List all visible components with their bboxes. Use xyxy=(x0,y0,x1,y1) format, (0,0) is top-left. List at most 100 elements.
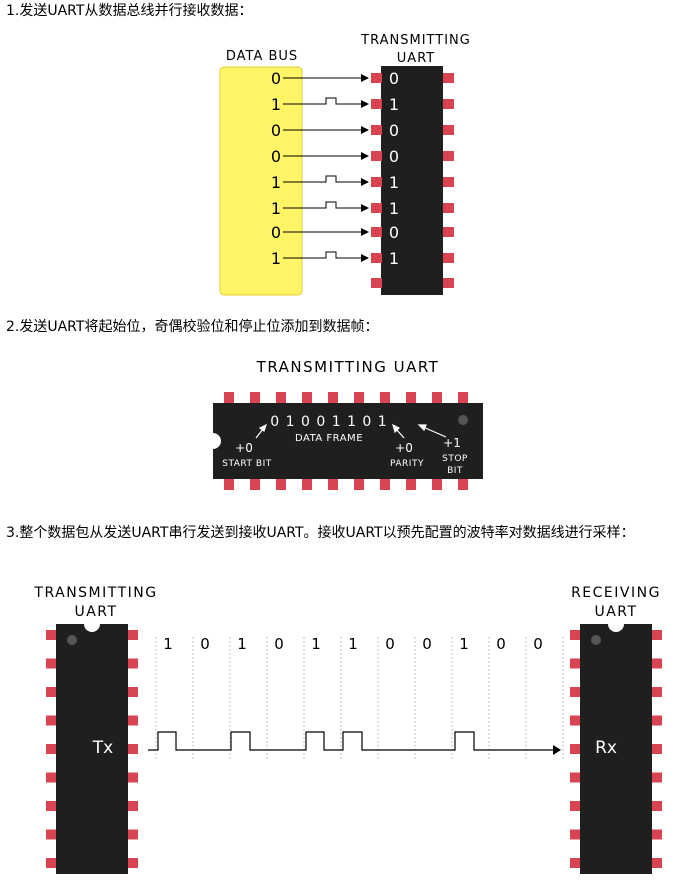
tx-chip-body xyxy=(56,624,128,874)
rx-chip-pin xyxy=(651,772,662,783)
chip2-bottom-pin xyxy=(276,478,286,490)
rx-chip-pin xyxy=(570,687,581,697)
serial-bit: 1 xyxy=(163,635,173,653)
chip1-bit: 1 xyxy=(389,199,399,218)
step1-caption: 1.发送UART从数据总线并行接收数据： xyxy=(6,3,253,19)
tx-pin-label: Tx xyxy=(92,738,113,758)
chip2-top-pin xyxy=(276,392,286,404)
bus-line xyxy=(283,251,361,259)
chip2-bottom-pin xyxy=(380,478,390,490)
rx-chip-pin xyxy=(651,630,662,640)
chip1-bit: 1 xyxy=(389,173,399,192)
frame-bits: 0 1 0 0 1 1 0 1 xyxy=(270,414,387,430)
chip1-bit: 0 xyxy=(389,121,399,140)
start-bit-value: +0 xyxy=(235,441,253,455)
tx-chip-pin xyxy=(127,772,138,783)
serial-bit: 1 xyxy=(348,635,358,653)
rx-chip-pin xyxy=(651,687,662,697)
tx-chip-pin xyxy=(46,772,57,783)
chip2-bottom-pin xyxy=(302,478,312,490)
step3-caption: 3.整个数据包从发送UART串行发送到接收UART。接收UART以预先配置的波特… xyxy=(6,525,635,541)
bus-line xyxy=(283,175,361,183)
bus-bit: 0 xyxy=(271,223,281,242)
rx-pin-label: Rx xyxy=(595,738,617,758)
chip1-right-pin xyxy=(443,99,454,109)
rx-chip-pin xyxy=(651,858,662,868)
chip1-bit: 0 xyxy=(389,69,399,88)
bus-bit: 1 xyxy=(271,249,281,268)
bus-bit: 1 xyxy=(271,199,281,218)
serial-bit: 0 xyxy=(385,635,395,653)
chip1-right-pins xyxy=(443,73,454,288)
tx-chip-label-line1: TRANSMITTING xyxy=(33,585,157,601)
tx-chip-pin xyxy=(46,744,57,754)
chip1-bit: 1 xyxy=(389,95,399,114)
chip1-right-pin xyxy=(443,278,454,288)
serial-bit: 0 xyxy=(200,635,210,653)
chip2-top-pin xyxy=(432,392,442,404)
serial-bit: 1 xyxy=(459,635,469,653)
diagram-data-frame: TRANSMITTING UART 0 1 0 0 1 1 0 1 DATA F… xyxy=(213,358,483,490)
chip2-top-pin xyxy=(354,392,364,404)
chip1-right-pin xyxy=(443,177,454,187)
chip1-label-line2: UART xyxy=(397,51,435,66)
bus-line-arrowhead xyxy=(361,152,369,160)
data-bus xyxy=(219,66,303,296)
chip1-left-pin xyxy=(371,227,382,237)
chip2-top-pins xyxy=(224,392,468,404)
step2-caption: 2.发送UART将起始位，奇偶校验位和停止位添加到数据帧： xyxy=(6,319,379,335)
bit-grid-lines xyxy=(155,637,564,760)
tx-chip-pin xyxy=(46,715,57,726)
chip1-left-pin xyxy=(371,177,382,187)
tx-chip-pin xyxy=(127,829,138,840)
chip2-bottom-pin xyxy=(432,478,442,490)
chip1-right-pin xyxy=(443,203,454,213)
tx-chip-pins xyxy=(46,630,138,868)
chip1-right-pin xyxy=(443,227,454,237)
bus-line-arrowhead xyxy=(361,228,369,236)
chip1-right-pin xyxy=(443,125,454,135)
tx-chip-pin xyxy=(127,715,138,726)
chip2-top-pin xyxy=(380,392,390,404)
chip2-bottom-pins xyxy=(224,478,468,490)
parity-label: PARITY xyxy=(390,459,424,469)
chip1-right-pin xyxy=(443,73,454,83)
chip1-right-pin xyxy=(443,151,454,161)
tx-chip-pin xyxy=(46,687,57,697)
rx-chip-pin xyxy=(570,829,581,840)
bus-lines xyxy=(283,74,369,262)
rx-chip-body xyxy=(580,624,652,874)
chip2-bottom-pin xyxy=(250,478,260,490)
chip1-left-pins xyxy=(371,73,382,288)
chip1-left-pin xyxy=(371,125,382,135)
rx-chip-pin xyxy=(651,829,662,840)
tx-chip-label-line2: UART xyxy=(74,604,117,620)
chip2-top-pin xyxy=(406,392,416,404)
chip2-top-pin xyxy=(458,392,468,404)
chip2-top-pin xyxy=(250,392,260,404)
tx-chip-pin xyxy=(46,858,57,868)
rx-chip-label-line2: UART xyxy=(594,604,637,620)
chip2-bottom-pin xyxy=(354,478,364,490)
bus-line-arrowhead xyxy=(361,254,369,262)
tx-chip-pin xyxy=(46,630,57,640)
bus-line-arrowhead xyxy=(361,178,369,186)
serial-bit: 1 xyxy=(237,635,247,653)
tx-chip-pin xyxy=(127,744,138,754)
chip1-left-pin xyxy=(371,203,382,213)
serial-bit: 0 xyxy=(533,635,543,653)
bus-bit: 1 xyxy=(271,95,281,114)
rx-chip-pin xyxy=(570,744,581,754)
chip2-bottom-pin xyxy=(406,478,416,490)
rx-chip-pin xyxy=(570,715,581,726)
chip1-label-line1: TRANSMITTING xyxy=(360,33,471,48)
chip2-top-pin xyxy=(328,392,338,404)
bus-bit: 0 xyxy=(271,147,281,166)
start-bit-arrow xyxy=(255,428,264,439)
tx-chip-pin xyxy=(127,658,138,669)
tx-chip-notch xyxy=(84,624,100,632)
tx-chip-pin xyxy=(46,829,57,840)
rx-chip-notch xyxy=(608,624,624,632)
data-bus-label: DATA BUS xyxy=(226,49,298,64)
